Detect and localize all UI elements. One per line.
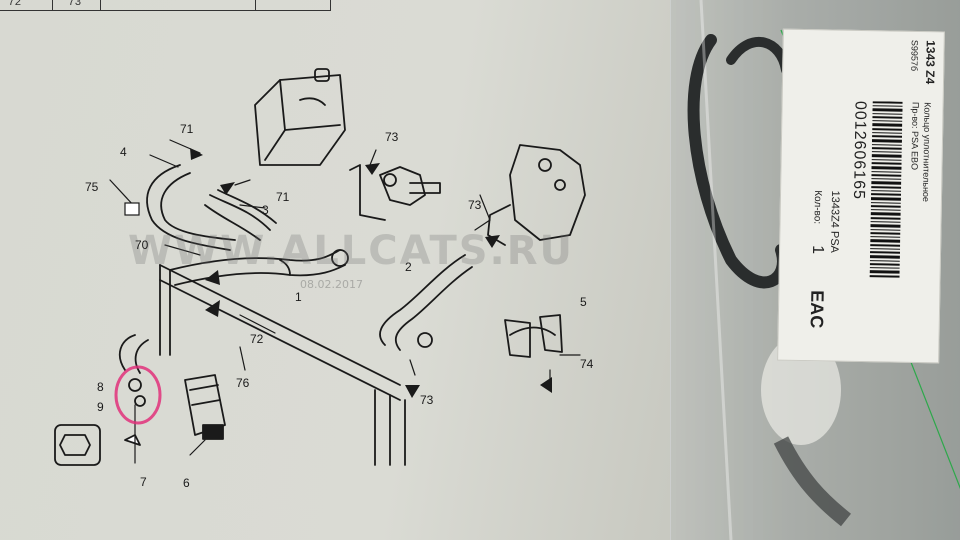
label-qty: 1 <box>808 245 827 255</box>
callout-5: 5 <box>580 295 587 309</box>
callout-73: 73 <box>468 198 482 212</box>
callout-7: 7 <box>140 475 147 489</box>
watermark-date: 08.02.2017 <box>300 278 363 291</box>
label-brand: Пр-во: PSA EBO <box>909 101 921 171</box>
callout-8: 8 <box>97 380 104 394</box>
callout-2: 2 <box>405 260 412 274</box>
oring-photo <box>687 0 960 540</box>
callout-76: 76 <box>236 376 250 390</box>
callout-73: 73 <box>420 393 434 407</box>
cooling-hose-diagram <box>54 68 586 466</box>
label-code-top: 1343 Z4 <box>922 40 938 85</box>
label-eac-mark: EAC <box>806 290 828 329</box>
callout-70: 70 <box>135 238 149 252</box>
table-cell-73: 73 <box>68 0 82 9</box>
barcode <box>869 101 903 278</box>
label-qty-label: Кол-во: <box>811 190 824 225</box>
callout-73: 73 <box>385 130 399 144</box>
callout-9: 9 <box>97 400 104 414</box>
callout-4: 4 <box>120 145 127 159</box>
label-code-small: S9957б <box>909 39 920 72</box>
label-part: 1343Z4 PSA <box>828 190 842 254</box>
callout-1: 1 <box>295 290 302 304</box>
table-cell-72: 72 <box>8 0 22 9</box>
label-name: Кольцо уплотнительное <box>920 102 933 203</box>
label-barcode-number: 0012606165 <box>849 100 869 201</box>
watermark: WWW.ALLCATS.RU <box>128 228 575 274</box>
callout-75: 75 <box>85 180 99 194</box>
product-label: 1343 Z4 S9957б Кольцо уплотнительное Пр-… <box>777 28 945 364</box>
callout-72: 72 <box>250 332 264 346</box>
callout-6: 6 <box>183 476 190 490</box>
callout-71: 71 <box>180 122 194 136</box>
parts-table-fragment: 72 73 <box>0 0 331 11</box>
callout-74: 74 <box>580 357 594 371</box>
callout-71: 71 <box>276 190 290 204</box>
callout-3: 3 <box>262 203 269 217</box>
